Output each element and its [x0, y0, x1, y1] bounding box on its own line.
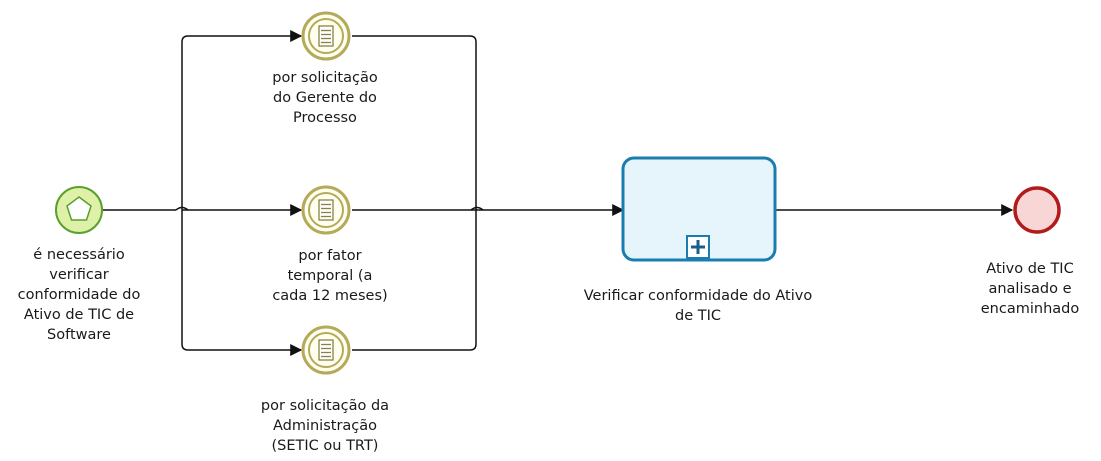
subprocess-label: Verificar conformidade do Ativo de TIC	[583, 288, 813, 324]
flow-from-event-admin	[352, 210, 477, 351]
event-temporal-label: por fator temporal (a cada 12 meses)	[272, 248, 388, 304]
event-gerente-label: por solicitação do Gerente do Processo	[272, 70, 378, 126]
flow-to-event-admin	[181, 210, 303, 356]
expand-plus-icon[interactable]	[686, 235, 710, 259]
condition-document-icon	[318, 339, 334, 361]
end-event-label: Ativo de TIC analisado e encaminhado	[980, 261, 1080, 317]
flow-from-event-gerente	[352, 35, 477, 210]
end-event[interactable]	[1013, 186, 1061, 234]
intermediate-event-gerente[interactable]	[301, 11, 351, 61]
line-jump-right	[470, 206, 484, 211]
pentagon-icon	[66, 196, 92, 221]
start-event[interactable]	[55, 186, 103, 234]
line-jump-left	[175, 206, 189, 211]
condition-document-icon	[318, 199, 334, 221]
intermediate-event-temporal[interactable]	[301, 185, 351, 235]
flow-to-event-gerente	[181, 30, 303, 210]
intermediate-event-admin[interactable]	[301, 325, 351, 375]
condition-document-icon	[318, 25, 334, 47]
subprocess-verificar[interactable]	[621, 156, 777, 262]
event-admin-label: por solicitação da Administração (SETIC …	[260, 398, 390, 454]
start-event-label: é necessário verificar conformidade do A…	[17, 247, 141, 343]
